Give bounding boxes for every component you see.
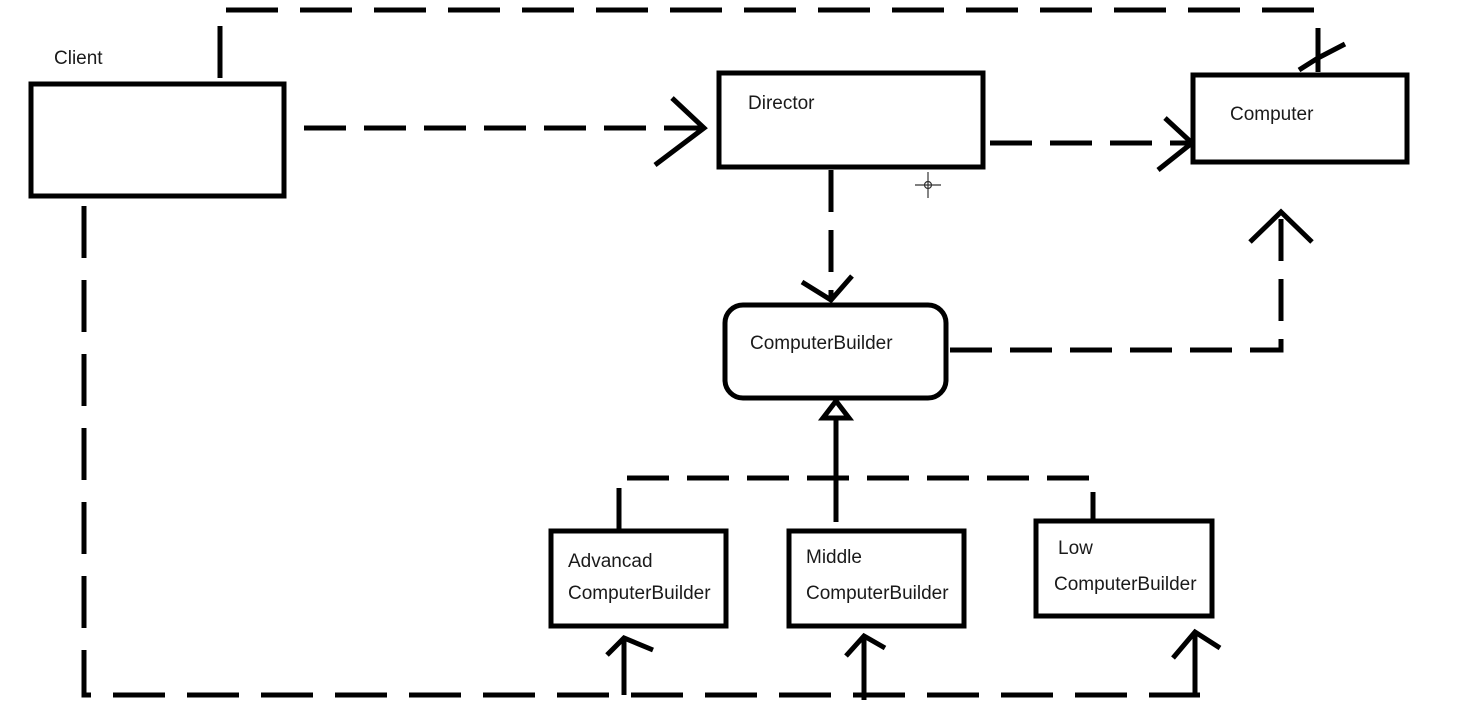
director-label: Director: [748, 93, 815, 114]
low-builder-box: [1033, 518, 1215, 619]
arrowhead-builder-to-computer: [1248, 208, 1314, 244]
client-label: Client: [54, 48, 103, 69]
middle-builder-label-line1: Middle: [806, 547, 862, 568]
middle-builder-box: [786, 528, 967, 629]
low-builder-label-line2: ComputerBuilder: [1054, 574, 1197, 595]
middle-builder-label-line2: ComputerBuilder: [806, 583, 949, 604]
computer-builder-box: [722, 302, 949, 401]
arrowhead-to-advanced: [605, 635, 654, 657]
director-box: [716, 70, 986, 170]
computer-label: Computer: [1230, 104, 1314, 125]
arrowhead-director-to-builder: [800, 274, 854, 304]
arrowhead-client-to-director: [653, 96, 708, 167]
advanced-builder-label-line2: ComputerBuilder: [568, 583, 711, 604]
advanced-builder-label-line1: Advancad: [568, 551, 653, 572]
edge-client-to-computer: [217, 7, 1321, 78]
computer-box: [1190, 72, 1410, 165]
edge-builder-to-computer: [950, 218, 1284, 353]
computer-builder-label: ComputerBuilder: [750, 333, 893, 354]
crosshair-cursor-icon: [915, 172, 941, 198]
edge-client-to-builders: [81, 206, 1200, 698]
arrowhead-to-middle: [844, 632, 887, 658]
client-box: [28, 81, 287, 199]
arrowhead-client-to-computer: [1297, 41, 1347, 73]
low-builder-label-line1: Low: [1058, 538, 1093, 559]
edge-inheritance-bus: [616, 475, 1096, 530]
inheritance-triangle: [817, 396, 855, 421]
arrowhead-to-low: [1171, 628, 1222, 660]
advanced-builder-box: [548, 528, 729, 629]
